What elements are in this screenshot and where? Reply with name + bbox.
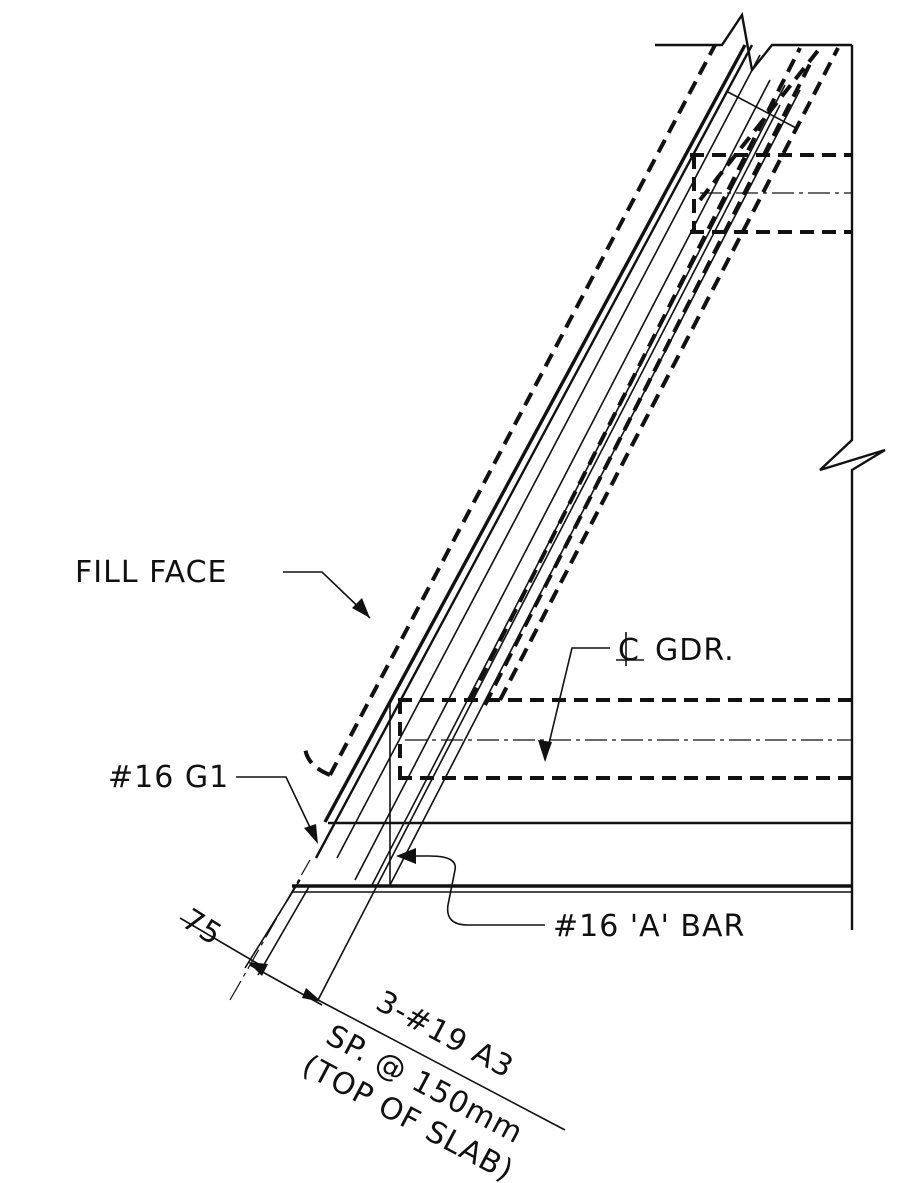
fill-face-leader (283, 571, 371, 619)
a-bar-leader (396, 848, 545, 926)
centerline-icon: C (616, 632, 644, 668)
upper-girder (690, 153, 852, 234)
a-bar-label: #16 'A' BAR (553, 909, 745, 944)
slab-horizontals (292, 700, 852, 893)
centerline-gdr-label: GDR. (655, 633, 735, 668)
cover-dimension-label: 75 (176, 902, 229, 953)
top-skew-tick (727, 91, 797, 129)
skew-face-lines (229, 44, 801, 1001)
g1-bar-label: #16 G1 (108, 760, 229, 795)
fill-face-label: FILL FACE (75, 555, 227, 590)
svg-text:C: C (618, 633, 640, 668)
cover-dimension-lines (179, 917, 566, 1131)
lower-girder (398, 698, 852, 780)
g1-bar-leader (236, 776, 318, 844)
centerline-gdr-leader (538, 647, 610, 762)
right-edge-line (819, 45, 886, 930)
dashed-skew-lines (303, 44, 840, 777)
top-break-line (655, 11, 852, 73)
